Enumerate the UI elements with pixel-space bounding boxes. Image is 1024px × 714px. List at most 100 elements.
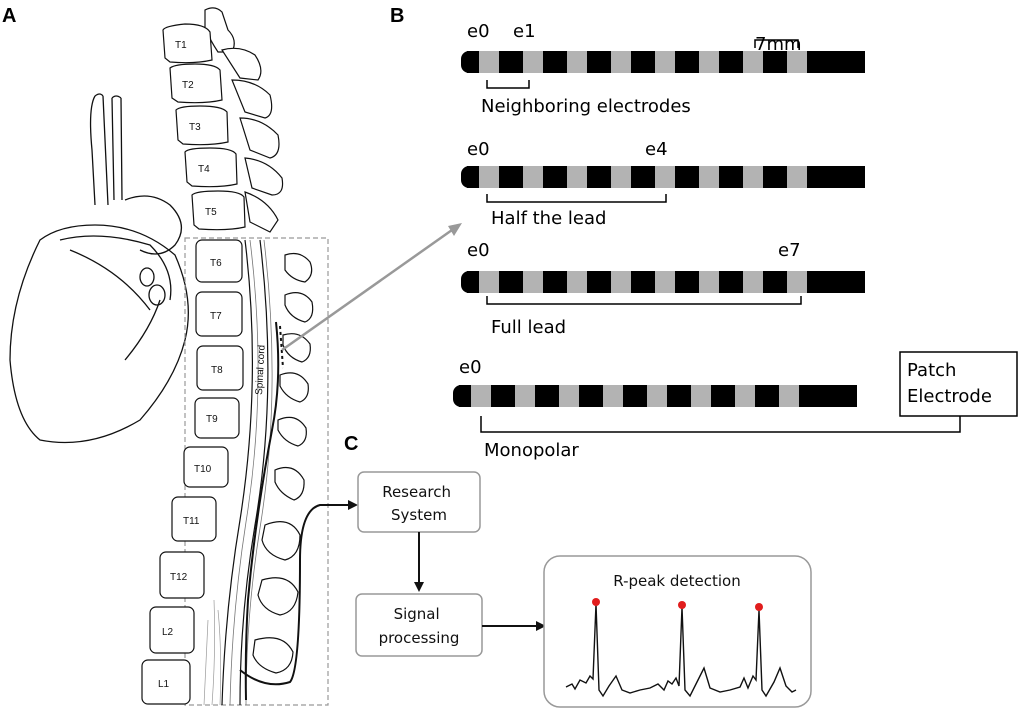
panel-c-label: C (344, 433, 358, 455)
vertebra: L2 (149, 606, 195, 654)
r-peak-marker (755, 603, 763, 611)
lead-tip (461, 51, 481, 73)
half-lead-bracket (486, 194, 667, 203)
electrode-contact (523, 51, 543, 73)
vertebra: T2 (169, 63, 223, 104)
arrowhead (536, 621, 546, 631)
electrode-contact (743, 51, 763, 73)
vertebra-label: L1 (158, 679, 170, 690)
lead-tip (461, 271, 481, 293)
electrode-contact (471, 385, 491, 407)
electrode-contact (611, 271, 631, 293)
electrode-contact (479, 271, 499, 293)
electrode-contact (787, 271, 807, 293)
vertebrae: T1 T2 T3 T4 T5 T6 T7 T8 (141, 23, 246, 705)
vertebra: T8 (196, 345, 244, 391)
ribs (252, 252, 314, 674)
vertebra-label: T3 (189, 122, 201, 133)
lead-start-label: e0 (467, 240, 490, 261)
research-system-line-1: Research (382, 483, 451, 501)
monopolar-bracket (480, 416, 961, 433)
spinal-cord (203, 239, 273, 706)
vertebra: T3 (175, 105, 229, 146)
lead-tip (453, 385, 473, 407)
electrode-contact (787, 51, 807, 73)
lead-caption: Full lead (491, 317, 566, 338)
electrode-contact (779, 385, 799, 407)
lead-start-label: e0 (467, 139, 490, 160)
electrode-contact (735, 385, 755, 407)
electrode-contact (567, 271, 587, 293)
patch-electrode-line-1: Patch (907, 360, 956, 381)
vertebra: T4 (184, 147, 238, 188)
electrode-contact (515, 385, 535, 407)
r-peak-detection-box (543, 555, 812, 708)
patch-electrode-label: Patch Electrode (907, 360, 992, 407)
vertebra-label: T9 (206, 414, 218, 425)
electrode-contact (647, 385, 667, 407)
wire-arrowhead (348, 500, 358, 510)
research-system-label: Research System (382, 483, 456, 524)
vertebra: T5 (191, 190, 246, 231)
signal-processing-line-2: processing (379, 629, 460, 647)
r-peak-marker (678, 601, 686, 609)
vertebra: T6 (195, 239, 243, 283)
patch-electrode-line-2: Electrode (907, 386, 992, 407)
electrode-contact (479, 51, 499, 73)
vertebra: T9 (194, 397, 240, 439)
electrode-lead (461, 271, 865, 293)
signal-processing-label: Signal processing (379, 605, 460, 647)
electrode-contact (567, 51, 587, 73)
electrode-contact (611, 166, 631, 188)
vertebra-label: T12 (170, 572, 188, 583)
vertebra: L1 (141, 659, 191, 705)
zoom-arrow (281, 228, 453, 352)
full-lead-bracket (486, 296, 802, 305)
patch-electrode-box (899, 351, 1018, 417)
lead-end-label: e7 (778, 240, 801, 261)
vertebra-label: T5 (205, 207, 217, 218)
upper-spinous-processes (204, 7, 284, 233)
lead-end-label: e4 (645, 139, 668, 160)
vertebra-label: T8 (211, 365, 223, 376)
arrowhead (414, 582, 424, 592)
electrode-contact (699, 166, 719, 188)
lead-bars (453, 51, 865, 407)
spacing-bracket (754, 39, 799, 48)
vertebra-label: T4 (198, 164, 210, 175)
electrode-contact (567, 166, 587, 188)
spinal-cord-label: Spinal cord (254, 345, 268, 396)
vertebra-label: T1 (175, 40, 187, 51)
vertebra: T1 (162, 23, 213, 64)
electrode-contact (691, 385, 711, 407)
lead-contacts (279, 325, 284, 369)
electrode-contact (655, 271, 675, 293)
vertebra-label: T11 (183, 516, 200, 527)
vertebra: T10 (183, 446, 229, 488)
vertebra-label: L2 (162, 627, 174, 638)
electrode-lead (461, 51, 865, 73)
electrode-contact (787, 166, 807, 188)
lead-start-label: e0 (459, 357, 482, 378)
neighboring-bracket (486, 80, 530, 89)
electrode-contact (743, 271, 763, 293)
electrode-lead (453, 385, 857, 407)
lead-end-label: e1 (513, 21, 536, 42)
vertebra: T7 (195, 291, 243, 337)
lead-caption: Half the lead (491, 208, 606, 229)
electrode-contact (611, 51, 631, 73)
zoom-arrowhead (448, 223, 462, 236)
heart-illustration (9, 93, 189, 444)
lead-tip (461, 166, 481, 188)
panel-a-label: A (2, 5, 16, 27)
lead-caption: Neighboring electrodes (481, 96, 691, 117)
electrode-contact (655, 166, 675, 188)
vertebra-label: T6 (210, 258, 222, 269)
electrode-contact (523, 271, 543, 293)
electrode-contact (479, 166, 499, 188)
research-system-line-2: System (391, 506, 447, 524)
spacing-label: 7mm (755, 34, 802, 55)
electrode-contact (559, 385, 579, 407)
lead-to-system-wire (239, 504, 350, 686)
